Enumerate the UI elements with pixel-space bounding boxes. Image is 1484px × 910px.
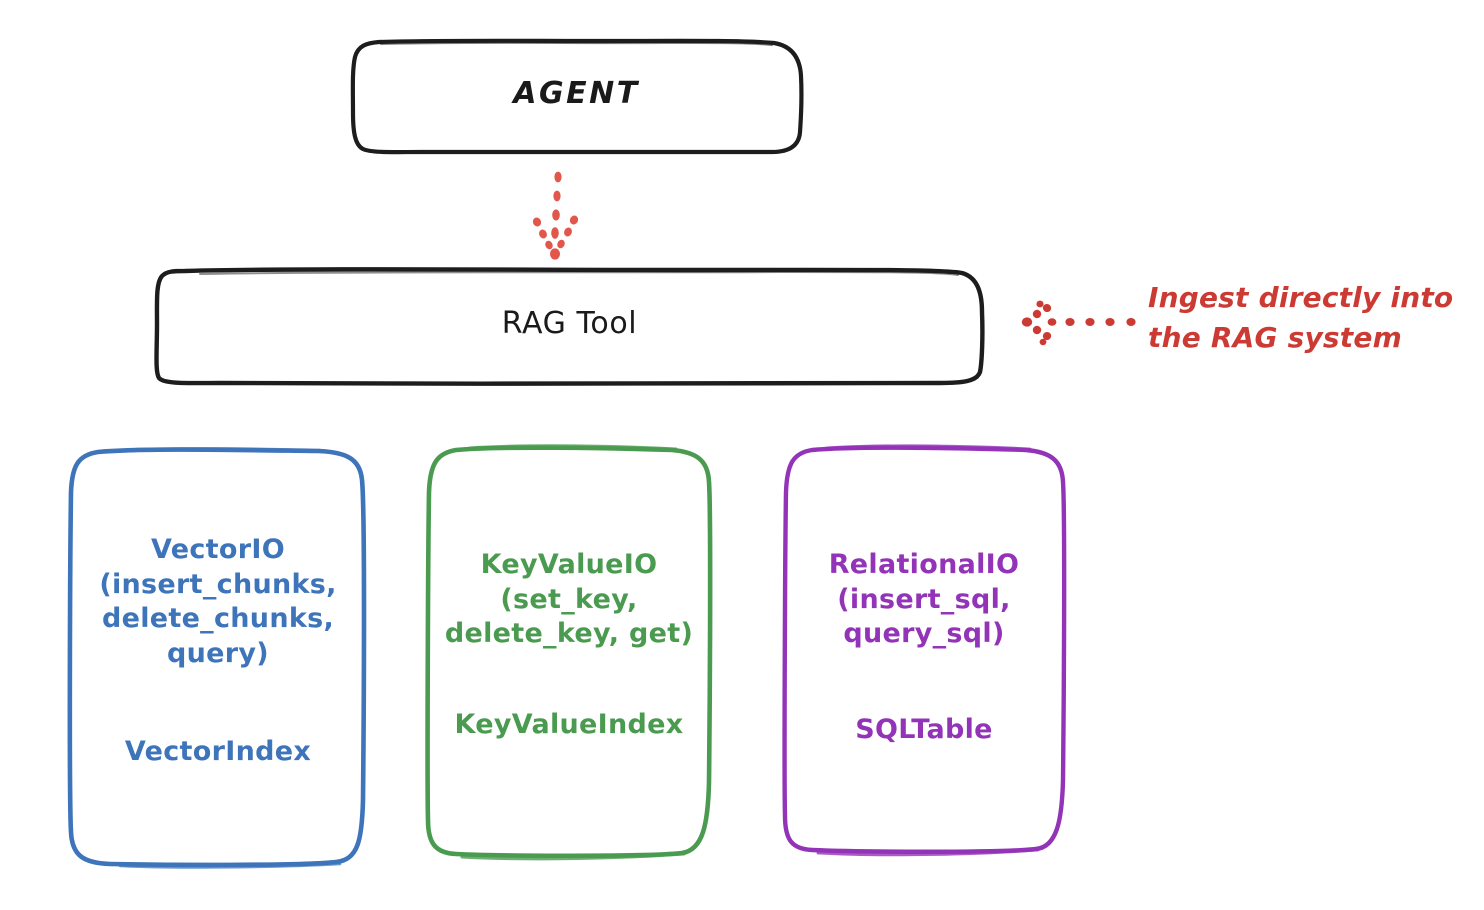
relational-io-index-label: SQLTable	[855, 714, 993, 745]
rag-tool-box[interactable]	[154, 267, 985, 386]
relational-io-box[interactable]	[782, 444, 1067, 857]
agent-box[interactable]	[350, 38, 804, 155]
relational-io-methods-label: RelationalIO (insert_sql, query_sql)	[828, 549, 1020, 650]
ingest-annotation-text: Ingest directly into the RAG system	[1148, 281, 1454, 354]
key-value-io-box[interactable]	[425, 444, 713, 861]
agent-label: AGENT	[513, 76, 640, 111]
rag-tool-label: RAG Tool	[501, 306, 638, 341]
vector-io-methods-label: VectorIO (insert_chunks, delete_chunks, …	[99, 534, 337, 669]
vector-io-box[interactable]	[67, 447, 367, 869]
vector-io-index-label: VectorIndex	[124, 736, 312, 767]
ingest-arrow-connector	[1021, 300, 1136, 346]
key-value-io-index-label: KeyValueIndex	[454, 709, 684, 740]
agent-to-rag-connector	[532, 171, 579, 260]
key-value-io-methods-label: KeyValueIO (set_key, delete_key, get)	[444, 549, 694, 650]
